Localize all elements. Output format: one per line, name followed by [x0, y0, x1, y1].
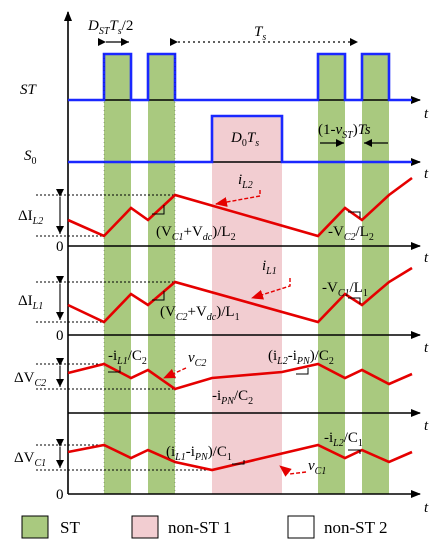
vc2-slope-marker-st	[108, 366, 121, 373]
il2-waveform-label: iL2	[238, 172, 253, 191]
delta-il2-label: ΔIL2	[18, 208, 43, 227]
il1-waveform-label: iL1	[262, 258, 277, 277]
st-bands	[104, 54, 389, 494]
legend-label-non-st1: non-ST 1	[168, 518, 231, 537]
delta-vc1-label: ΔVC1	[14, 450, 46, 469]
vc1-pointer	[279, 465, 307, 477]
vc1-zero-label: 0	[56, 487, 64, 503]
il2-pointer	[215, 190, 261, 207]
st-band-2	[148, 54, 175, 494]
legend-label-st: ST	[60, 518, 80, 537]
band-edge-guides	[103, 54, 176, 494]
s0-t-label: t	[424, 166, 429, 182]
legend-label-non-st2: non-ST 2	[324, 518, 387, 537]
legend: ST non-ST 1 non-ST 2	[21, 515, 387, 539]
il1-waveform	[67, 266, 413, 324]
legend-swatch-non-st1	[131, 515, 159, 539]
il1-zero-label: 0	[56, 328, 64, 344]
vc2-slope-marker-n2	[296, 368, 309, 375]
vc2-slope-n2-label: (iL2-iPN)/C2	[268, 348, 334, 367]
il1-slope-up-label: (VC2+Vdc)/L1	[160, 304, 240, 323]
one-minus-vst-label: (1-vST)Ts	[318, 122, 371, 141]
vc2-waveform-label: vC2	[188, 350, 206, 369]
vc1-slope-marker-st	[348, 449, 361, 454]
s0-row: S0 D0Ts t (1-vST)Ts	[24, 114, 429, 182]
vc2-slope-n1-label: -iPN/C2	[212, 388, 253, 407]
st-band-3	[318, 54, 345, 494]
il2-slope-down-label: -VC2/L2	[328, 224, 374, 243]
vc2-row: t ΔVC2 vC2 -iL1/C2 (iL2-iPN)/C2 -iPN/C2	[14, 348, 429, 434]
vc2-slope-st-label: -iL1/C2	[108, 348, 147, 367]
vc1-slope-st-label: -iL2/C1	[324, 430, 363, 449]
delta-il1-label: ΔIL1	[18, 293, 43, 312]
vc1-slope-marker-n1	[232, 460, 245, 465]
vc2-waveform	[67, 362, 413, 391]
dst-annotation: DSTTs/2	[87, 18, 133, 46]
d0-label: D0Ts	[230, 130, 259, 149]
st-band-4	[362, 54, 389, 494]
s0-pulse	[68, 114, 412, 164]
vc1-waveform	[67, 443, 413, 472]
delta-vc2-label: ΔVC2	[14, 370, 46, 389]
legend-swatch-non-st2	[287, 515, 315, 539]
ts-label: Ts	[254, 24, 266, 43]
non-st1-band	[212, 116, 282, 494]
vc1-slope-n1-label: (iL1-iPN)/C1	[166, 444, 232, 463]
vc2-pointer	[163, 367, 187, 379]
vc1-row: 0 t ΔVC1 vC1 (iL1-iPN)/C1 -iL2/C1	[14, 430, 429, 516]
il1-slope-marker-down	[348, 297, 361, 304]
il2-row: 0 t ΔIL2 iL2 (VC1+Vdc)/L2 -VC2/L2	[18, 172, 429, 266]
il2-zero-label: 0	[56, 239, 64, 255]
st-pulse-train	[68, 52, 412, 102]
il2-slope-up-label: (VC1+Vdc)/L2	[156, 224, 236, 243]
s0-label: S0	[24, 148, 37, 167]
ts-annotation: Ts	[170, 24, 358, 46]
il2-slope-marker-up	[152, 205, 165, 215]
il1-slope-marker-up	[152, 291, 165, 301]
il2-t-label: t	[424, 250, 429, 266]
st-row: ST t	[20, 52, 429, 122]
legend-swatch-st	[21, 515, 49, 539]
dst-label: DSTTs/2	[87, 18, 133, 37]
st-label: ST	[20, 82, 38, 98]
vc1-t-label: t	[424, 500, 429, 516]
il1-t-label: t	[424, 340, 429, 356]
st-band-1	[104, 54, 131, 494]
il1-row: 0 t ΔIL1 iL1 (VC2+Vdc)/L1 -VC1/L1	[18, 258, 429, 356]
il2-slope-marker-down	[348, 211, 361, 218]
il1-slope-down-label: -VC1/L1	[322, 280, 368, 299]
il2-waveform	[67, 176, 413, 238]
st-t-label: t	[424, 106, 429, 122]
vc2-t-label: t	[424, 418, 429, 434]
vc1-waveform-label: vC1	[308, 458, 326, 477]
il1-pointer	[251, 278, 291, 300]
